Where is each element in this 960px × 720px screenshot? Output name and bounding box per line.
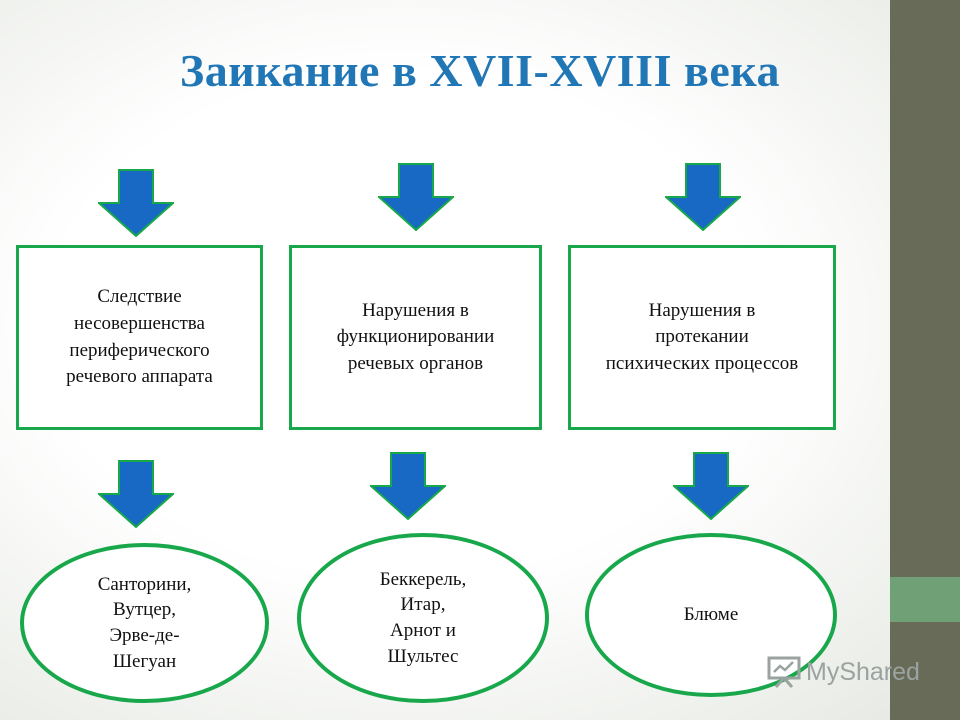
cause-box-peripheral: Следствие несовершенства периферического… — [16, 245, 263, 430]
authors-text: Беккерель, Итар, Арнот и Шультес — [379, 568, 467, 667]
slide-side-accent — [890, 577, 960, 622]
cause-box-mental-processes: Нарушения в протекании психических проце… — [568, 245, 836, 430]
authors-text: Блюме — [683, 604, 739, 626]
arrow-down-icon — [370, 452, 446, 520]
arrow-down-icon — [98, 460, 174, 528]
authors-oval-peripheral: Санторини, Вутцер, Эрве-де- Шегуан — [20, 543, 269, 703]
presentation-board-icon — [767, 656, 801, 688]
slide-title: Заикание в XVII-XVIII века — [179, 45, 781, 96]
arrow-down-icon — [378, 163, 454, 231]
cause-box-text: Нарушения в функционировании речевых орг… — [336, 299, 495, 374]
watermark-text: MyShared — [806, 657, 920, 686]
arrow-down-icon — [673, 452, 749, 520]
arrow-down-icon — [98, 169, 174, 237]
authors-text: Санторини, Вутцер, Эрве-де- Шегуан — [97, 573, 192, 672]
arrow-down-icon — [665, 163, 741, 231]
watermark: MyShared — [766, 655, 920, 689]
cause-box-text: Следствие несовершенства периферического… — [66, 286, 213, 388]
cause-box-text: Нарушения в протекании психических проце… — [605, 299, 799, 374]
authors-oval-mental-processes: Блюме — [585, 533, 837, 697]
authors-oval-speech-organs: Беккерель, Итар, Арнот и Шультес — [297, 533, 549, 703]
cause-box-speech-organs: Нарушения в функционировании речевых орг… — [289, 245, 542, 430]
